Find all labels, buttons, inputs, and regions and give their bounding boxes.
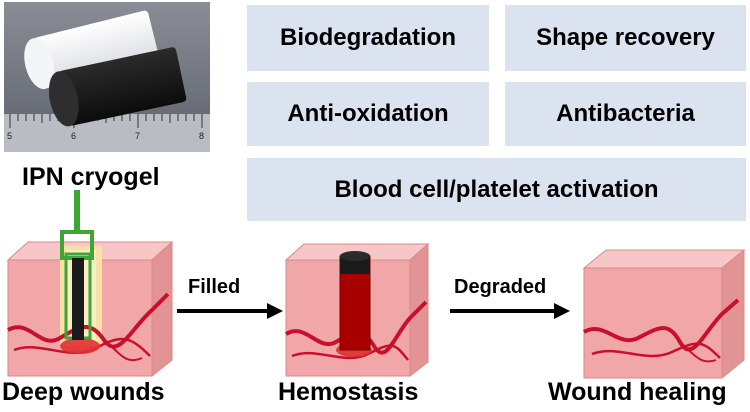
cryogel-caption: IPN cryogel	[22, 163, 160, 191]
stage-hemostasis: Hemostasis	[278, 378, 419, 406]
deep-wound-tissue	[6, 190, 174, 378]
healed-tissue	[582, 248, 746, 380]
property-anti-oxidation: Anti-oxidation	[247, 82, 489, 146]
ruler-number: 6	[71, 131, 76, 141]
arrow-degraded	[450, 303, 570, 319]
cryogel-photo: 5 6 7 8	[4, 2, 210, 152]
stage-wound-healing: Wound healing	[548, 378, 727, 406]
arrow-degraded-label: Degraded	[454, 276, 547, 298]
property-biodegradation: Biodegradation	[247, 5, 489, 71]
ruler-number: 5	[7, 131, 12, 141]
property-antibacteria: Antibacteria	[505, 82, 746, 146]
stage-deep-wounds: Deep wounds	[2, 378, 165, 406]
arrow-filled	[177, 303, 283, 319]
ruler-number: 7	[135, 131, 140, 141]
ruler-number: 8	[199, 131, 204, 141]
hemostasis-tissue	[284, 242, 430, 378]
property-shape-recovery: Shape recovery	[505, 5, 746, 71]
applicator-plunger	[74, 190, 80, 232]
arrow-filled-label: Filled	[188, 276, 241, 298]
cryogel-cap	[340, 256, 370, 274]
property-blood-activation: Blood cell/platelet activation	[247, 158, 746, 221]
black-cryogel-rod	[72, 258, 84, 340]
